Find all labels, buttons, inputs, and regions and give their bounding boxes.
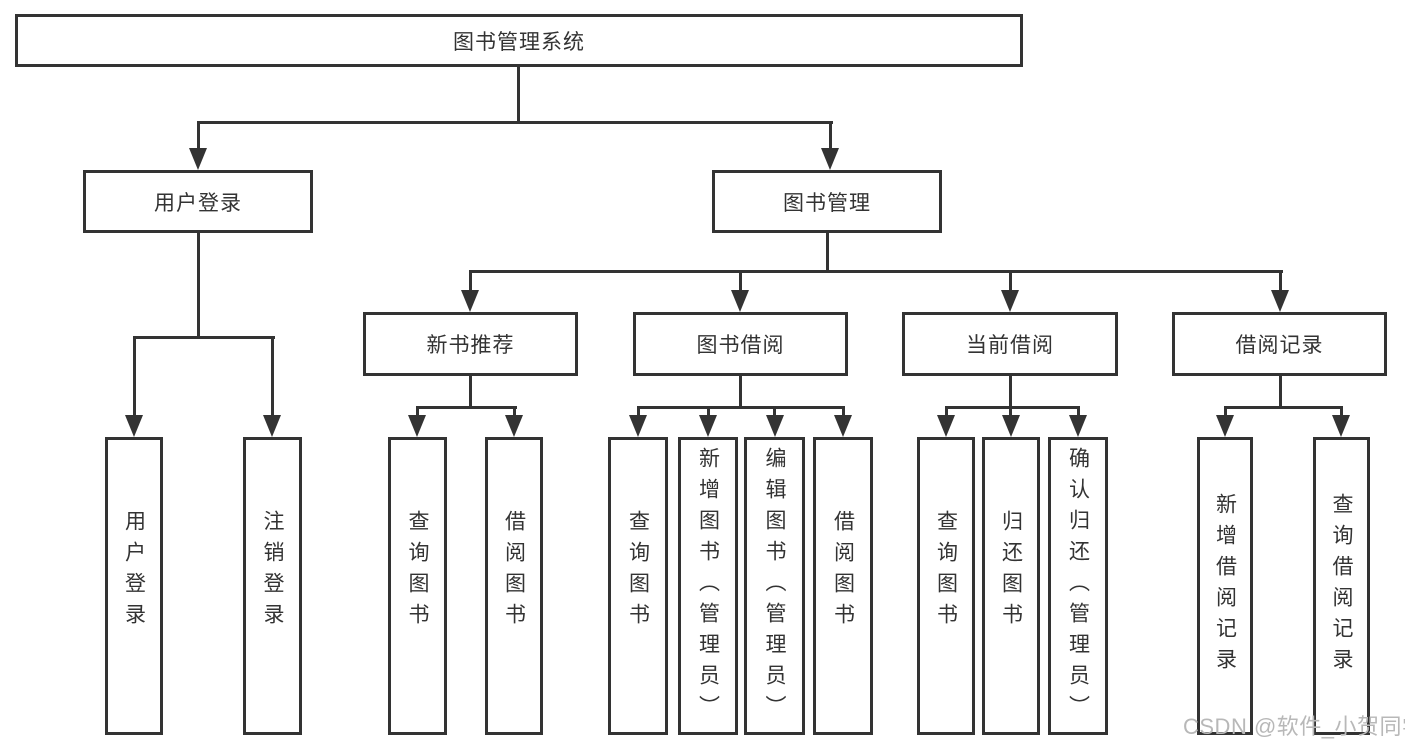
connector-line — [416, 406, 517, 409]
node-book-borrow: 图书借阅 — [633, 312, 848, 376]
arrow-down-icon — [731, 290, 749, 312]
leaf-return-book: 归还图书 — [982, 437, 1040, 735]
arrow-down-icon — [125, 415, 143, 437]
connector-line — [637, 406, 845, 409]
connector-line — [197, 121, 833, 124]
arrow-down-icon — [699, 415, 717, 437]
arrow-down-icon — [937, 415, 955, 437]
leaf-label: 确认归还（管理员） — [1066, 446, 1090, 726]
leaf-borrow-book: 借阅图书 — [813, 437, 873, 735]
leaf-confirm-return-admin: 确认归还（管理员） — [1048, 437, 1108, 735]
connector-line — [1009, 375, 1012, 409]
arrow-down-icon — [408, 415, 426, 437]
connector-line — [842, 406, 845, 417]
leaf-logout: 注销登录 — [243, 437, 302, 735]
leaf-borrow-book-recommend: 借阅图书 — [485, 437, 543, 735]
node-root: 图书管理系统 — [15, 14, 1023, 67]
leaf-query-book-borrow: 查询图书 — [608, 437, 668, 735]
leaf-label: 新增图书（管理员） — [696, 446, 720, 726]
connector-line — [829, 121, 832, 151]
leaf-label: 用户登录 — [122, 510, 146, 634]
leaf-label: 借阅图书 — [502, 510, 526, 634]
arrow-down-icon — [263, 415, 281, 437]
arrow-down-icon — [766, 415, 784, 437]
leaf-user-login: 用户登录 — [105, 437, 163, 735]
connector-line — [739, 375, 742, 409]
arrow-down-icon — [629, 415, 647, 437]
connector-line — [707, 406, 710, 417]
connector-line — [1009, 270, 1012, 294]
node-user-login: 用户登录 — [83, 170, 313, 233]
arrow-down-icon — [1069, 415, 1087, 437]
connector-line — [637, 406, 640, 417]
leaf-add-book-admin: 新增图书（管理员） — [678, 437, 738, 735]
connector-line — [1279, 375, 1282, 409]
arrow-down-icon — [1216, 415, 1234, 437]
connector-line — [133, 336, 136, 417]
connector-line — [197, 121, 200, 151]
connector-line — [197, 233, 200, 339]
connector-line — [1077, 406, 1080, 417]
connector-line — [1340, 406, 1343, 417]
node-current-borrow: 当前借阅 — [902, 312, 1118, 376]
node-book-management: 图书管理 — [712, 170, 942, 233]
arrow-down-icon — [505, 415, 523, 437]
connector-line — [271, 336, 274, 417]
connector-line — [469, 270, 1283, 273]
arrow-down-icon — [1001, 290, 1019, 312]
leaf-label: 编辑图书（管理员） — [763, 446, 786, 726]
leaf-query-book-current: 查询图书 — [917, 437, 975, 735]
leaf-label: 归还图书 — [999, 510, 1023, 634]
connector-line — [469, 270, 472, 294]
leaf-query-book-recommend: 查询图书 — [388, 437, 447, 735]
leaf-label: 查询借阅记录 — [1330, 493, 1353, 679]
node-borrow-record: 借阅记录 — [1172, 312, 1387, 376]
arrow-down-icon — [1271, 290, 1289, 312]
arrow-down-icon — [1332, 415, 1350, 437]
arrow-down-icon — [834, 415, 852, 437]
connector-line — [1224, 406, 1227, 417]
connector-line — [416, 406, 419, 417]
leaf-label: 借阅图书 — [831, 510, 855, 634]
connector-line — [133, 336, 275, 339]
connector-line — [469, 375, 472, 409]
leaf-edit-book-admin: 编辑图书（管理员） — [744, 437, 805, 735]
connector-line — [945, 406, 1080, 409]
connector-line — [739, 270, 742, 294]
connector-line — [826, 233, 829, 273]
leaf-query-borrow-record: 查询借阅记录 — [1313, 437, 1370, 735]
connector-line — [773, 406, 776, 417]
arrow-down-icon — [461, 290, 479, 312]
connector-line — [945, 406, 948, 417]
arrow-down-icon — [821, 148, 839, 170]
leaf-label: 注销登录 — [261, 510, 284, 634]
arrow-down-icon — [1002, 415, 1020, 437]
connector-line — [1009, 406, 1012, 417]
connector-line — [1224, 406, 1343, 409]
leaf-add-borrow-record: 新增借阅记录 — [1197, 437, 1253, 735]
leaf-label: 查询图书 — [406, 510, 429, 634]
connector-line — [517, 67, 520, 124]
leaf-label: 查询图书 — [934, 510, 958, 634]
arrow-down-icon — [189, 148, 207, 170]
csdn-watermark: CSDN @软件_小贺同学 — [1183, 714, 1405, 739]
leaf-label: 新增借阅记录 — [1213, 493, 1237, 679]
node-new-book-recommend: 新书推荐 — [363, 312, 578, 376]
leaf-label: 查询图书 — [626, 510, 650, 634]
connector-line — [1279, 270, 1282, 294]
connector-line — [513, 406, 516, 417]
